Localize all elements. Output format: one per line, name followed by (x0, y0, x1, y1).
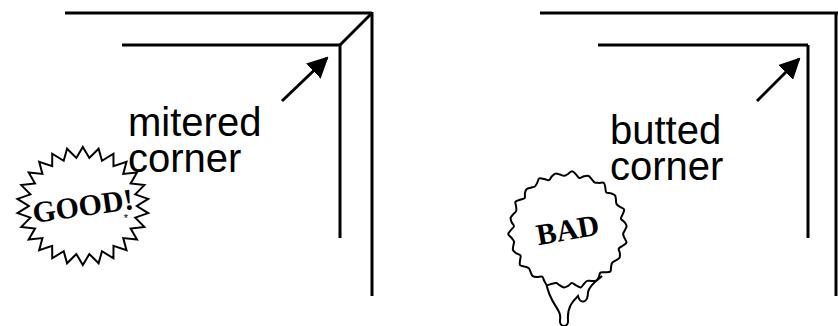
inner-edge (598, 44, 808, 47)
inner-edge (339, 45, 342, 238)
outer-edge (540, 12, 838, 15)
inner-edge (122, 44, 340, 47)
inner-edge (807, 45, 810, 238)
outer-edge (371, 12, 374, 296)
starburst-shape (17, 147, 148, 265)
corner-label: mitered corner (128, 104, 298, 176)
miter-joint (340, 13, 372, 45)
footnote-mark: * (124, 212, 128, 224)
outer-edge (835, 13, 838, 296)
outer-edge (65, 12, 372, 15)
splat-shape (508, 171, 626, 287)
leader-arrow (757, 59, 799, 101)
leader-arrow (282, 58, 327, 101)
splat-badge: BAD (505, 168, 631, 326)
corner-label: butted corner (610, 112, 775, 184)
starburst-badge: GOOD!* (15, 145, 151, 267)
